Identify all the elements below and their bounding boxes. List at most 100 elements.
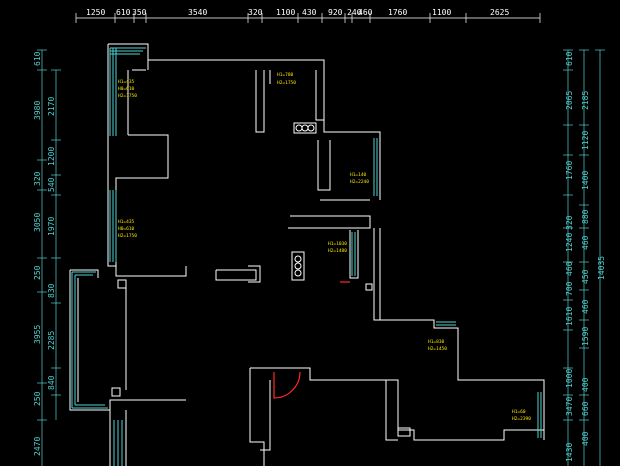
right-outer-dimension-chain: 2185 1120 1400 880 460 450 460 1590 400 …: [579, 49, 590, 466]
annotation-bottom-right: H1=60 H2=2390: [512, 409, 531, 422]
dim-right-outer-1: 2185: [581, 91, 590, 110]
svg-text:H2=1480: H2=1480: [328, 248, 347, 254]
dim-top-10: 460: [358, 8, 373, 17]
dim-left-7: 250: [33, 391, 42, 406]
dim-right-outer-8: 1590: [581, 327, 590, 346]
left-outer-dimension-chain: 610 3980 320 3050 250 3955 250 2470: [33, 49, 47, 466]
column-marker: [117, 279, 127, 289]
svg-text:H1=140: H1=140: [350, 172, 367, 178]
dim-right-outer-4: 880: [581, 209, 590, 224]
sink-fixture: [291, 251, 305, 281]
svg-text:H2=1750: H2=1750: [277, 80, 296, 86]
walls: [69, 43, 545, 466]
dim-right-3: 1760: [565, 161, 574, 180]
svg-text:H1=60: H1=60: [512, 409, 526, 415]
right-inner-dimension-chain: 610 2065 1760 320 1240 460 700 1610 1000…: [563, 49, 574, 466]
dim-right-11: 1430: [565, 443, 574, 462]
fixtures: [111, 122, 411, 437]
dim-left-6: 3955: [33, 325, 42, 344]
drain-marker: [397, 427, 411, 437]
dim-left-inner-7: 840: [47, 375, 56, 390]
dim-top-13: 2625: [490, 8, 509, 17]
window-balcony: [71, 271, 108, 409]
svg-text:H1=780: H1=780: [277, 72, 294, 78]
dim-right-8: 1610: [565, 307, 574, 326]
dim-left-2: 3980: [33, 101, 42, 120]
window-top-left: [109, 47, 146, 136]
dim-top-4: 3540: [188, 8, 207, 17]
svg-text:H2=1750: H2=1750: [118, 93, 137, 99]
window-right-middle: [351, 232, 356, 276]
column-marker-3: [365, 283, 373, 291]
dim-left-inner-3: 540: [47, 177, 56, 192]
dim-right-outer-10: 660: [581, 401, 590, 416]
dim-right-5: 1240: [565, 233, 574, 252]
windows: [71, 47, 542, 466]
dim-right-outer-6: 450: [581, 269, 590, 284]
dim-right-9: 1000: [565, 369, 574, 388]
dim-right-outer-9: 400: [581, 377, 590, 392]
dim-left-5: 250: [33, 265, 42, 280]
svg-text:H1=830: H1=830: [428, 339, 445, 345]
dim-top-8: 920: [328, 8, 343, 17]
dim-top-6: 1100: [276, 8, 295, 17]
dim-top-1: 1250: [86, 8, 105, 17]
dim-right-2: 2065: [565, 91, 574, 110]
stove-fixture: [293, 122, 317, 134]
dim-right-6: 460: [565, 261, 574, 276]
dim-top-9: 240: [347, 8, 362, 17]
annotation-right-step: H1=830 H2=1450: [428, 339, 447, 352]
dim-top-7: 430: [302, 8, 317, 17]
svg-text:H2=2240: H2=2240: [350, 179, 369, 185]
dim-left-inner-6: 2285: [47, 331, 56, 350]
svg-text:H1=435: H1=435: [118, 79, 135, 85]
dim-right-7: 700: [565, 281, 574, 296]
dim-left-inner-1: 2170: [47, 97, 56, 116]
dim-right-outer-7: 460: [581, 299, 590, 314]
svg-text:H0=610: H0=610: [118, 86, 135, 92]
svg-text:H0=610: H0=610: [118, 226, 135, 232]
dim-top-2: 610: [116, 8, 131, 17]
window-left-middle: [109, 190, 117, 262]
svg-text:H2=1450: H2=1450: [428, 346, 447, 352]
dim-left-8: 2470: [33, 437, 42, 456]
annotation-left-middle: H1=435 H0=610 H2=1750: [118, 219, 137, 239]
dim-left-inner-4: 1970: [47, 217, 56, 236]
dim-right-total: 14035: [597, 256, 606, 280]
window-bottom-right: [537, 392, 542, 438]
annotation-kitchen: H1=780 H2=1750: [277, 72, 296, 86]
dim-left-3: 320: [33, 171, 42, 186]
entry-door: [273, 371, 301, 399]
dim-left-inner-5: 830: [47, 283, 56, 298]
dim-top-12: 1100: [432, 8, 451, 17]
svg-text:H1=435: H1=435: [118, 219, 135, 225]
dim-right-outer-3: 1400: [581, 171, 590, 190]
dim-right-outer-2: 1120: [581, 131, 590, 150]
dim-right-4: 320: [565, 215, 574, 230]
window-bottom-left: [113, 420, 123, 466]
left-inner-dimension-chain: 2170 1200 540 1970 830 2285 840: [47, 69, 61, 420]
dim-left-1: 610: [33, 51, 42, 66]
annotation-top-left: H1=435 H0=610 H2=1750: [118, 79, 137, 99]
dim-left-inner-2: 1200: [47, 147, 56, 166]
dim-top-11: 1760: [388, 8, 407, 17]
dim-left-4: 3050: [33, 213, 42, 232]
dim-top-3: 350: [132, 8, 147, 17]
top-dimension-chain: 1250 610 350 3540 320 1100 430 920 240 4…: [75, 8, 541, 23]
svg-text:H2=1750: H2=1750: [118, 233, 137, 239]
svg-text:H2=2390: H2=2390: [512, 416, 531, 422]
column-marker-2: [111, 387, 121, 397]
annotation-center: H1=1030 H2=1480: [328, 241, 347, 254]
window-right-upper: [373, 138, 378, 196]
dim-right-outer-11: 400: [581, 431, 590, 446]
dim-right-1: 610: [565, 51, 574, 66]
annotation-right-upper: H1=140 H2=2240: [350, 172, 369, 185]
window-right-step: [436, 321, 456, 326]
svg-text:H1=1030: H1=1030: [328, 241, 347, 247]
right-total-dimension: 14035: [595, 49, 606, 466]
doors: [273, 281, 350, 399]
dim-right-10: 3470: [565, 397, 574, 416]
dim-top-5: 320: [248, 8, 263, 17]
dim-right-outer-5: 460: [581, 235, 590, 250]
